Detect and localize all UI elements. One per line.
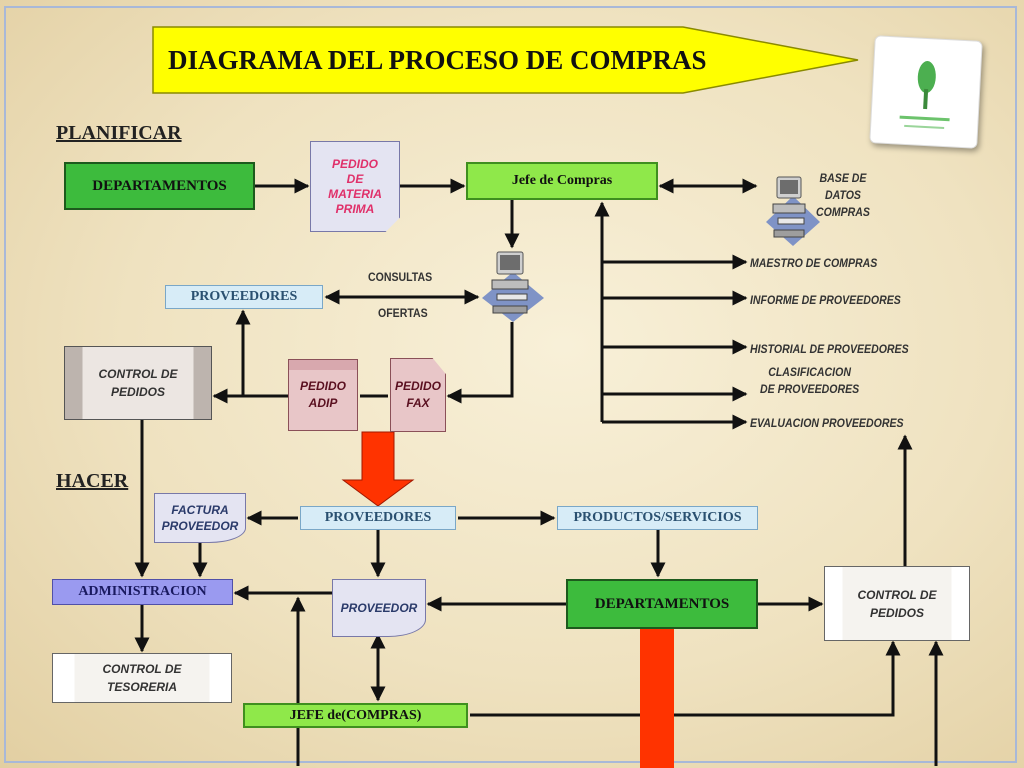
computer-terminal-icon: [480, 250, 546, 324]
control-tesoreria-label: CONTROL DE TESORERIA: [102, 662, 182, 694]
control-pedidos-right-box: CONTROL DE PEDIDOS: [824, 566, 970, 641]
pedido-materia-prima-doc: PEDIDO DE MATERIA PRIMA: [310, 141, 400, 232]
factura-proveedor-label: FACTURA PROVEEDOR: [161, 503, 239, 533]
logo-decoration: [904, 124, 945, 129]
arrow-jefe-bottom-to-control-right: [470, 640, 901, 717]
historial-proveedores-label: HISTORIAL DE PROVEEDORES: [750, 342, 909, 356]
pedido-fax-doc: PEDIDO FAX: [390, 358, 446, 432]
administracion-box: ADMINISTRACION: [52, 579, 233, 605]
computer-terminal-icon: [764, 174, 822, 248]
proveedor-doc-label: PROVEEDOR: [340, 601, 418, 615]
title-banner-shape: [152, 26, 859, 94]
red-down-arrow: [341, 431, 415, 507]
factura-proveedor-doc: FACTURA PROVEEDOR: [154, 493, 246, 543]
control-tesoreria-box: CONTROL DE TESORERIA: [52, 653, 232, 703]
proveedores-mid-box: PROVEEDORES: [300, 506, 456, 530]
pedido-adip-label: PEDIDO ADIP: [299, 379, 346, 410]
clasificacion-proveedores-label: CLASIFICACION DE PROVEEDORES: [760, 365, 860, 396]
logo-decoration: [899, 115, 950, 121]
computer-terminal-icon: [766, 176, 820, 246]
jefe-compras-bottom-box: JEFE de(COMPRAS): [243, 703, 468, 728]
red-vertical-bar: [640, 628, 674, 768]
departamentos-top-box: DEPARTAMENTOS: [64, 162, 255, 210]
section-planificar: PLANIFICAR: [56, 122, 182, 144]
page-title: DIAGRAMA DEL PROCESO DE COMPRAS: [168, 44, 707, 75]
consultas-label: CONSULTAS: [368, 270, 433, 284]
productos-servicios-box: PRODUCTOS/SERVICIOS: [557, 506, 758, 530]
evaluacion-proveedores-label: EVALUACION PROVEEDORES: [750, 416, 904, 430]
proveedores-top-box: PROVEEDORES: [165, 285, 323, 309]
arrow-terminal-to-fax: [446, 322, 514, 404]
computer-terminal-icon: [482, 251, 544, 322]
logo-tree-icon: [917, 60, 936, 109]
pedido-materia-prima-label: PEDIDO DE MATERIA PRIMA: [328, 156, 382, 216]
informe-proveedores-label: INFORME DE PROVEEDORES: [750, 293, 901, 307]
pedido-adip-doc: PEDIDO ADIP: [288, 359, 358, 431]
company-logo: [869, 35, 983, 149]
section-hacer: HACER: [56, 470, 129, 492]
proveedor-doc: PROVEEDOR: [332, 579, 426, 637]
control-pedidos-left-label: CONTROL DE PEDIDOS: [98, 367, 178, 399]
control-pedidos-left-box: CONTROL DE PEDIDOS: [64, 346, 212, 420]
jefe-compras-top-box: Jefe de Compras: [466, 162, 658, 200]
control-pedidos-right-label: CONTROL DE PEDIDOS: [857, 587, 937, 620]
departamentos-bottom-box: DEPARTAMENTOS: [566, 579, 758, 629]
base-datos-label: BASE DE DATOS COMPRAS: [816, 171, 870, 219]
maestro-compras-label: MAESTRO DE COMPRAS: [750, 256, 878, 270]
ofertas-label: OFERTAS: [378, 306, 428, 320]
pedido-fax-label: PEDIDO FAX: [394, 379, 441, 410]
